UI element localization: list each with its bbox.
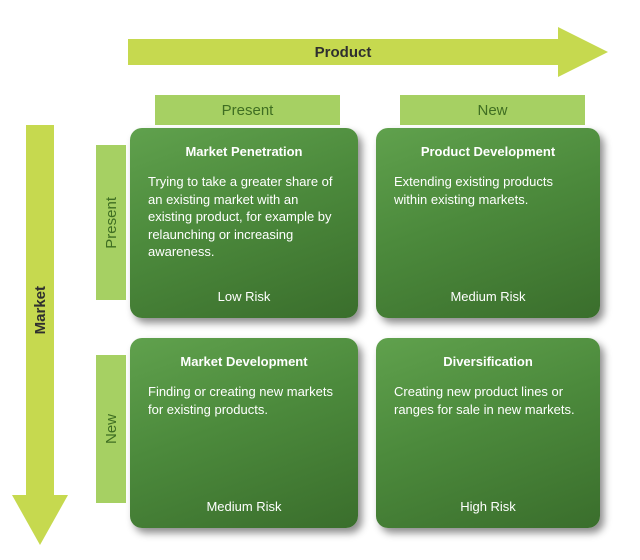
quadrant-risk-level: High Risk: [460, 499, 516, 514]
row-header-present: Present: [96, 145, 126, 300]
quadrant-title: Market Penetration: [185, 144, 303, 159]
quadrant-diversification: Diversification Creating new product lin…: [376, 338, 600, 528]
column-header-new: New: [400, 95, 585, 125]
quadrant-risk-level: Medium Risk: [206, 499, 282, 514]
quadrant-product-development: Product Development Extending existing p…: [376, 128, 600, 318]
market-axis-label-wrap: Market: [25, 125, 55, 495]
row-header-present-label: Present: [102, 196, 120, 249]
quadrant-risk-level: Low Risk: [217, 289, 271, 304]
quadrant-market-development: Market Development Finding or creating n…: [130, 338, 358, 528]
quadrant-description: Creating new product lines or ranges for…: [394, 384, 575, 417]
quadrant-risk-level: Medium Risk: [450, 289, 526, 304]
quadrant-description: Trying to take a greater share of an exi…: [148, 174, 333, 260]
product-axis-label: Product: [314, 43, 372, 61]
column-header-present: Present: [155, 95, 340, 125]
quadrant-title: Market Development: [180, 354, 308, 369]
quadrant-title: Diversification: [443, 354, 533, 369]
quadrant-description: Extending existing products within exist…: [394, 174, 553, 207]
market-axis-arrow: [12, 125, 68, 545]
market-axis-label: Market: [31, 285, 49, 335]
quadrant-market-penetration: Market Penetration Trying to take a grea…: [130, 128, 358, 318]
quadrant-title: Product Development: [420, 144, 556, 159]
quadrant-description: Finding or creating new markets for exis…: [148, 384, 333, 417]
row-header-new-label: New: [102, 413, 120, 444]
row-header-new: New: [96, 355, 126, 503]
product-axis-arrow: [128, 27, 608, 77]
